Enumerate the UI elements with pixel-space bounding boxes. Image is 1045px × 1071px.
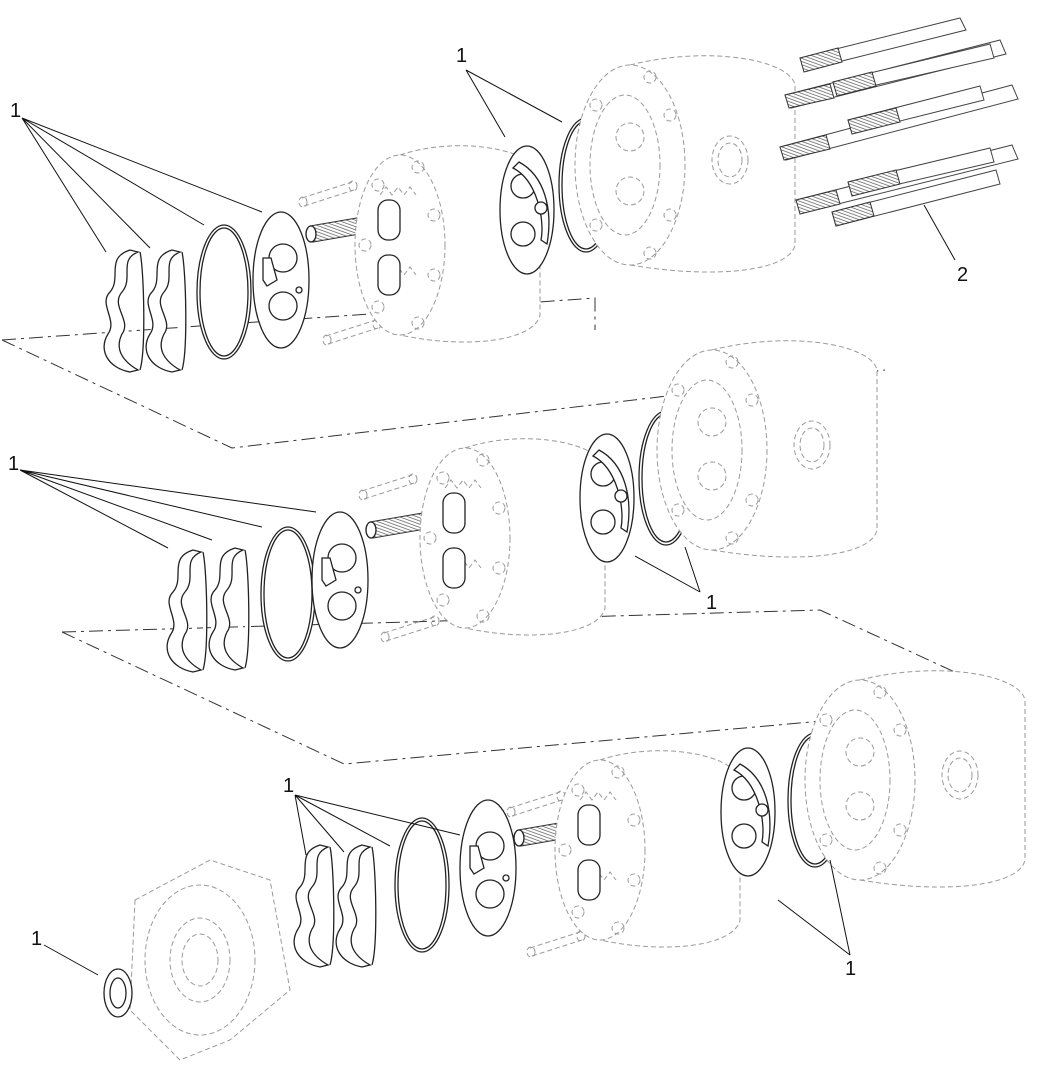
callout-1-mid-left: 1 xyxy=(8,453,19,475)
c-seal-3a xyxy=(293,844,335,968)
callout-1-bottom-right: 1 xyxy=(845,958,856,980)
dowel-pin-1b xyxy=(322,318,382,346)
section-plane-1 xyxy=(1,297,886,449)
wear-plate-2 xyxy=(579,433,635,563)
callout-2-bolts: 2 xyxy=(957,264,968,286)
dowel-pin-1a xyxy=(298,180,358,208)
callout-1-shaft-seal: 1 xyxy=(31,928,42,950)
o-ring-3 xyxy=(394,817,450,953)
dowel-pin-3b xyxy=(526,930,586,958)
dowel-pin-3a xyxy=(506,790,566,818)
seal-plate-3 xyxy=(459,799,517,937)
wear-plate-3 xyxy=(720,747,776,877)
gear-body-3 xyxy=(554,750,741,948)
c-seal-2b xyxy=(208,547,250,671)
c-seal-1a xyxy=(103,249,145,373)
gear-body-2 xyxy=(419,438,606,636)
callout-1-top-left: 1 xyxy=(10,100,21,122)
o-ring-2 xyxy=(260,526,316,662)
c-seal-3b xyxy=(335,844,377,968)
dowel-pin-2a xyxy=(358,473,418,501)
shaft-seal xyxy=(103,968,133,1018)
housing-3 xyxy=(804,670,1026,888)
callout-1-mid-right: 1 xyxy=(706,592,717,614)
section-plane-2 xyxy=(61,609,1023,765)
c-seal-1b xyxy=(145,249,187,373)
section-2 xyxy=(19,340,1023,765)
callout-1-top-center: 1 xyxy=(456,45,467,67)
housing-2 xyxy=(656,340,878,558)
o-ring-1 xyxy=(196,224,252,360)
seal-plate-1 xyxy=(252,211,310,349)
c-seal-2a xyxy=(166,549,208,673)
dowel-pin-2b xyxy=(380,615,440,643)
through-bolts xyxy=(779,17,1019,227)
section-1 xyxy=(1,17,1019,449)
section-3 xyxy=(43,670,1026,1061)
seal-plate-2 xyxy=(311,511,369,649)
callout-1-bottom-center: 1 xyxy=(283,775,294,797)
mounting-flange xyxy=(129,859,291,1061)
wear-plate-1 xyxy=(499,145,555,275)
housing-1 xyxy=(574,55,796,273)
